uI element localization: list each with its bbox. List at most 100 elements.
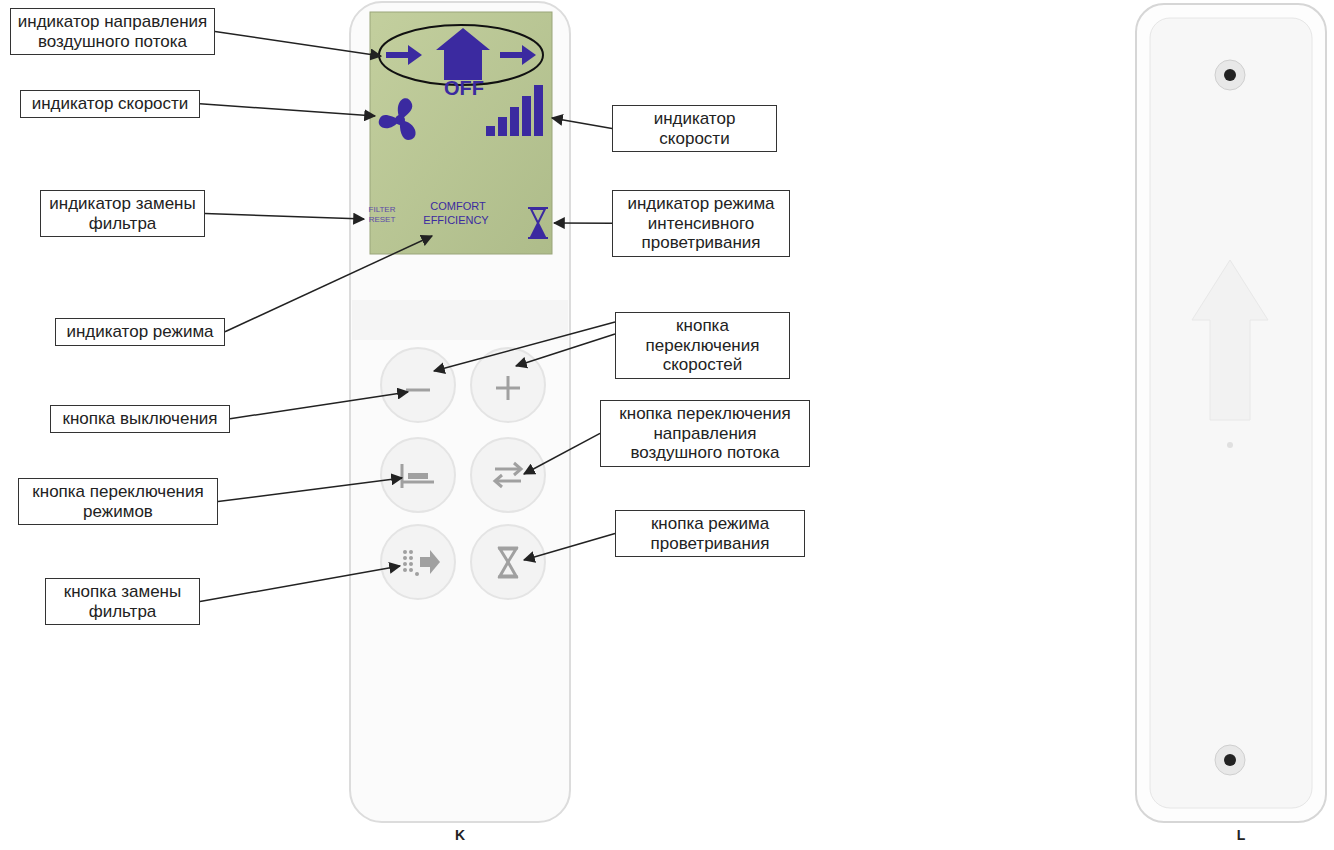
button-glyphs [500, 562, 516, 576]
leader-lines [200, 32, 615, 602]
airflow-ellipse [379, 25, 543, 85]
screw-hole [1215, 745, 1245, 775]
airflow-icon [522, 45, 536, 65]
filter-dots [409, 556, 413, 560]
leader-line [434, 322, 615, 371]
button-circles [471, 438, 545, 512]
filter-dots [403, 550, 407, 554]
airflow-icon [386, 28, 536, 80]
callout-text: кнопка переключения направления воздушно… [607, 404, 803, 463]
speed-bars [510, 107, 519, 136]
speed-bars [498, 117, 507, 136]
leader-line [230, 392, 408, 419]
filter-dots [403, 556, 407, 560]
leader-line [218, 478, 402, 502]
callout-box: индикатор замены фильтра [40, 190, 205, 237]
leader-line [516, 334, 615, 366]
callout-text: кнопка замены фильтра [52, 582, 193, 621]
speed-bars [534, 85, 543, 136]
leader-line [524, 433, 600, 474]
remote-body [350, 2, 570, 822]
speed-bars [522, 96, 531, 136]
callout-text: индикатор замены фильтра [47, 194, 198, 233]
lcd-screen [370, 12, 552, 254]
button-circles [471, 348, 545, 422]
leader-line [215, 32, 381, 56]
callout-box: индикатор режима [55, 318, 225, 346]
callout-box: кнопка переключения режимов [18, 478, 218, 525]
wall-plate [1192, 260, 1268, 420]
filter-dots [415, 572, 419, 576]
hourglass-indicator [531, 223, 545, 237]
callout-box: кнопка выключения [50, 405, 230, 433]
screw-hole [1224, 754, 1236, 766]
callout-text: индикатор режима интенсивного проветрива… [619, 194, 783, 253]
button-circles [381, 348, 455, 422]
button-circles [381, 348, 545, 599]
callout-box: кнопка замены фильтра [45, 578, 200, 625]
filter-dots [409, 568, 413, 572]
hourglass-indicator [528, 208, 548, 238]
leader-line [225, 236, 432, 332]
callout-text: кнопка выключения [57, 409, 223, 429]
callout-text: кнопка переключения режимов [25, 482, 211, 521]
button-glyphs [402, 376, 521, 577]
leader-line [524, 534, 615, 560]
airflow-icon [408, 45, 422, 65]
lcd-text: COMFORT [430, 201, 485, 212]
button-glyphs [496, 480, 521, 483]
button-glyphs [507, 376, 510, 400]
button-circles [471, 525, 545, 599]
fan-icon [400, 120, 416, 140]
lcd-text: FILTER [369, 206, 396, 214]
button-glyphs [401, 464, 404, 488]
airflow-icon [436, 28, 490, 80]
leader-line [552, 118, 612, 129]
callout-text: кнопка переключения скоростей [622, 316, 783, 375]
remote-body [350, 2, 570, 822]
speed-bars [486, 85, 543, 136]
screw-hole [1215, 60, 1245, 90]
screw-hole [1215, 60, 1245, 775]
button-glyphs [514, 463, 521, 475]
callout-box: индикатор скорости [612, 105, 777, 152]
leader-line [554, 222, 612, 224]
callout-text: индикатор скорости [27, 94, 193, 114]
figure-letter: L [1237, 828, 1246, 842]
filter-dots [409, 562, 413, 566]
wall-plate [1150, 18, 1312, 808]
filter-dots [403, 550, 419, 576]
button-glyphs [495, 475, 502, 487]
lcd-text: RESET [369, 216, 396, 224]
leader-line [205, 214, 364, 219]
leader-line [200, 104, 375, 116]
button-glyphs [408, 473, 428, 479]
callout-text: индикатор направления воздушного потока [17, 12, 208, 51]
button-glyphs [406, 389, 430, 392]
airflow-icon [386, 52, 410, 58]
wall-plate [1227, 442, 1233, 448]
callout-box: кнопка переключения направления воздушно… [600, 400, 810, 467]
screw-hole [1224, 69, 1236, 81]
callout-box: индикатор режима интенсивного проветрива… [612, 190, 790, 257]
button-glyphs [495, 468, 520, 471]
airflow-ellipse [379, 25, 543, 85]
callout-text: индикатор скорости [619, 109, 770, 148]
wall-plate [1136, 4, 1326, 822]
callout-box: кнопка переключения скоростей [615, 312, 790, 379]
speed-bars [486, 126, 495, 136]
button-circles [381, 525, 455, 599]
callout-box: индикатор скорости [20, 90, 200, 118]
button-glyphs [402, 481, 434, 484]
fan-icon [379, 115, 400, 128]
lcd-text: EFFICIENCY [423, 215, 488, 226]
wall-plate [1136, 4, 1326, 822]
airflow-icon [500, 52, 524, 58]
lcd-text: OFF [444, 78, 484, 98]
callout-text: кнопка режима проветривания [622, 514, 798, 553]
figure-letter: K [455, 828, 465, 842]
filter-dots [403, 568, 407, 572]
callout-text: индикатор режима [62, 322, 218, 342]
button-circles [381, 438, 455, 512]
filter-dots [409, 550, 413, 554]
